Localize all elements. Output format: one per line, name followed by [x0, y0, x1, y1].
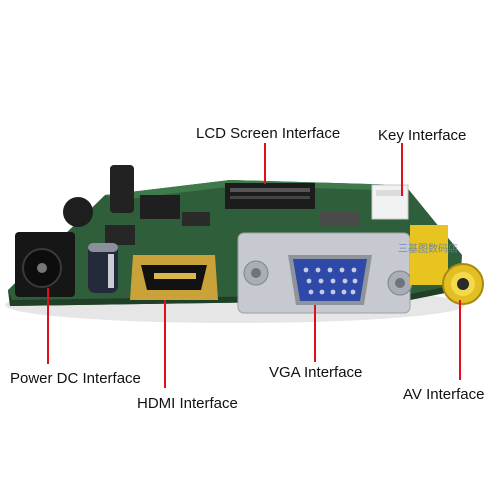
- capacitor-stripe: [108, 254, 114, 288]
- power-dc-pin: [37, 263, 47, 273]
- small-chip-2: [105, 225, 135, 245]
- capacitor-top: [88, 243, 118, 252]
- hdmi-interface-label: HDMI Interface: [137, 395, 238, 412]
- av-interface-label: AV Interface: [403, 386, 485, 403]
- vga-screw-left-hole: [251, 268, 261, 278]
- av-jack-housing: [410, 225, 448, 285]
- lcd-connector-pins: [230, 188, 310, 192]
- smd-components: [320, 212, 360, 226]
- transistor-tall: [110, 165, 134, 213]
- lcd-screen-interface-label: LCD Screen Interface: [196, 125, 341, 142]
- vga-interface-label: VGA Interface: [269, 364, 363, 381]
- callout-lines: [47, 143, 461, 388]
- power-dc-interface-label: Power DC Interface: [10, 370, 141, 387]
- vga-pins: [303, 267, 358, 295]
- key-connector-slot: [376, 190, 404, 196]
- av-jack-hole: [457, 278, 469, 290]
- hdmi-contacts: [154, 273, 196, 279]
- small-chip: [182, 212, 210, 226]
- lcd-connector-pins-2: [230, 196, 310, 199]
- regulator-chip: [140, 195, 180, 219]
- pcb-highlight: [105, 180, 405, 200]
- key-interface-label: Key Interface: [378, 127, 467, 144]
- inductor: [63, 197, 93, 227]
- vga-screw-right-hole: [395, 278, 405, 288]
- store-watermark: 三基图数码店: [398, 244, 458, 255]
